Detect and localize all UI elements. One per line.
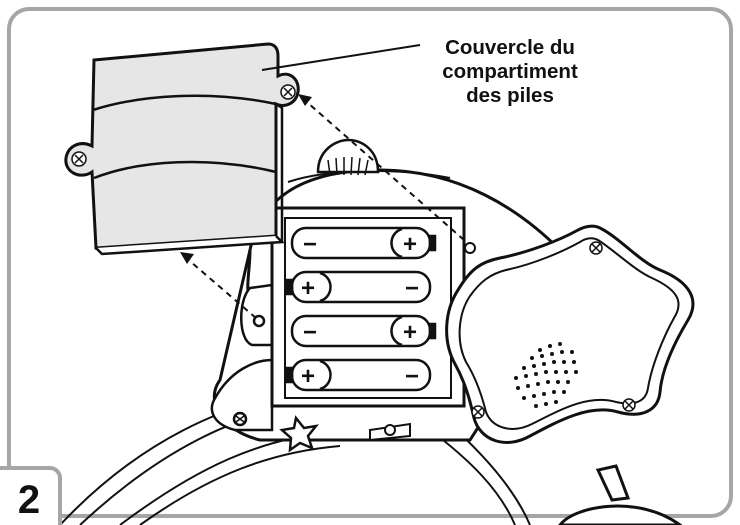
battery-3-right-symbol: + (403, 319, 417, 346)
knob (316, 138, 380, 176)
alignment-arrows (183, 95, 465, 319)
speaker-panel (445, 224, 695, 444)
step-number-box (0, 466, 62, 525)
screw-hole-right (464, 242, 476, 254)
battery-1-left-symbol: − (303, 231, 317, 258)
battery-3-left-symbol: − (303, 319, 317, 346)
step-number: 2 (17, 478, 41, 522)
callout-line-2: compartiment (442, 60, 578, 83)
battery-cover-callout: Couvercle du compartiment des piles (404, 36, 616, 108)
battery-4 (285, 358, 432, 392)
arrow-head-lower (180, 252, 194, 264)
battery-3 (290, 314, 437, 348)
battery-4-right-symbol: − (405, 363, 419, 390)
callout-leader-line (261, 44, 421, 71)
battery-2-left-symbol: + (301, 275, 315, 302)
callout-line-1: Couvercle du (445, 36, 575, 59)
battery-cover[interactable] (64, 42, 300, 256)
star-button[interactable] (279, 415, 320, 453)
speaker-grille (514, 342, 578, 408)
battery-4-left-symbol: + (301, 363, 315, 390)
battery-1 (290, 226, 437, 260)
battery-2-right-symbol: − (405, 275, 419, 302)
arrow-head-upper (298, 94, 312, 106)
slide-switch[interactable] (369, 422, 411, 442)
callout-line-3: des piles (466, 84, 554, 107)
battery-2 (285, 270, 432, 304)
battery-1-right-symbol: + (403, 231, 417, 258)
housing-left-tab (210, 283, 274, 432)
handle (558, 464, 683, 525)
